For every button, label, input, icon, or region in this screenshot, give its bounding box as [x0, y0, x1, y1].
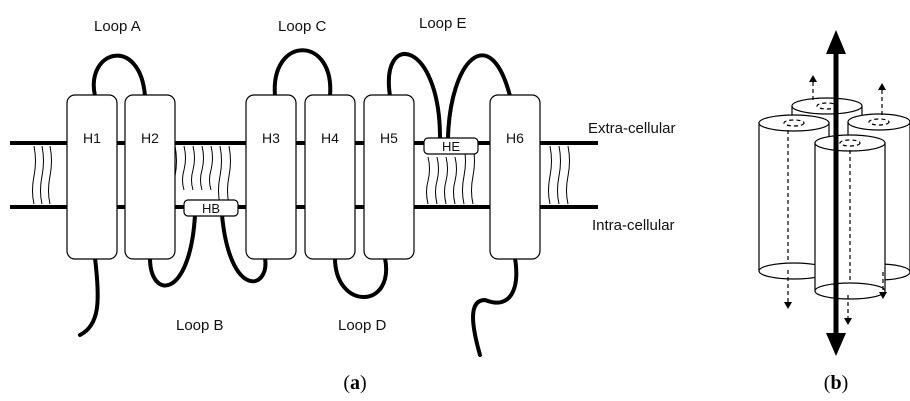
loop-a-curve [91, 53, 147, 98]
half-helix-he: HE [423, 137, 479, 155]
small-dashed-arrows [784, 75, 887, 325]
helix-h3: H3 [245, 94, 297, 260]
panel-a: H1 H2 H3 H4 H5 H6 HB HE [10, 15, 676, 394]
loop-e-label: Loop E [419, 15, 467, 32]
panel-b: (b) [758, 30, 910, 394]
loop-b-label: Loop B [176, 317, 224, 334]
helix-h2: H2 [124, 94, 176, 260]
helix-h4-label: H4 [321, 130, 339, 146]
helix-h5: H5 [363, 94, 415, 260]
loop-e-curve [386, 52, 512, 140]
half-helix-hb: HB [183, 199, 239, 217]
extracellular-label: Extra-cellular [588, 120, 676, 137]
n-terminus-curve [78, 256, 100, 337]
cylinder-front [814, 134, 886, 300]
helix-h1: H1 [66, 94, 118, 260]
helix-h6: H6 [489, 94, 541, 260]
panel-b-caption: (b) [824, 372, 848, 394]
helix-h5-label: H5 [380, 130, 398, 146]
helix-h2-label: H2 [141, 130, 159, 146]
loop-b-curve [148, 213, 268, 288]
panel-a-caption: (a) [343, 372, 366, 394]
half-helix-hb-label: HB [202, 201, 220, 216]
loop-d-label: Loop D [338, 317, 387, 334]
loop-a-label: Loop A [94, 18, 141, 35]
helix-h4: H4 [304, 94, 356, 260]
double-headed-arrow [826, 30, 846, 356]
loop-c-label: Loop C [278, 18, 327, 35]
helix-h3-label: H3 [262, 130, 280, 146]
intracellular-label: Intra-cellular [592, 217, 675, 234]
helix-h6-label: H6 [506, 130, 524, 146]
helix-h1-label: H1 [83, 130, 101, 146]
loop-c-curve [272, 48, 333, 98]
loop-d-curve [333, 256, 389, 299]
c-terminus-curve [471, 256, 519, 357]
half-helix-he-label: HE [442, 139, 460, 154]
